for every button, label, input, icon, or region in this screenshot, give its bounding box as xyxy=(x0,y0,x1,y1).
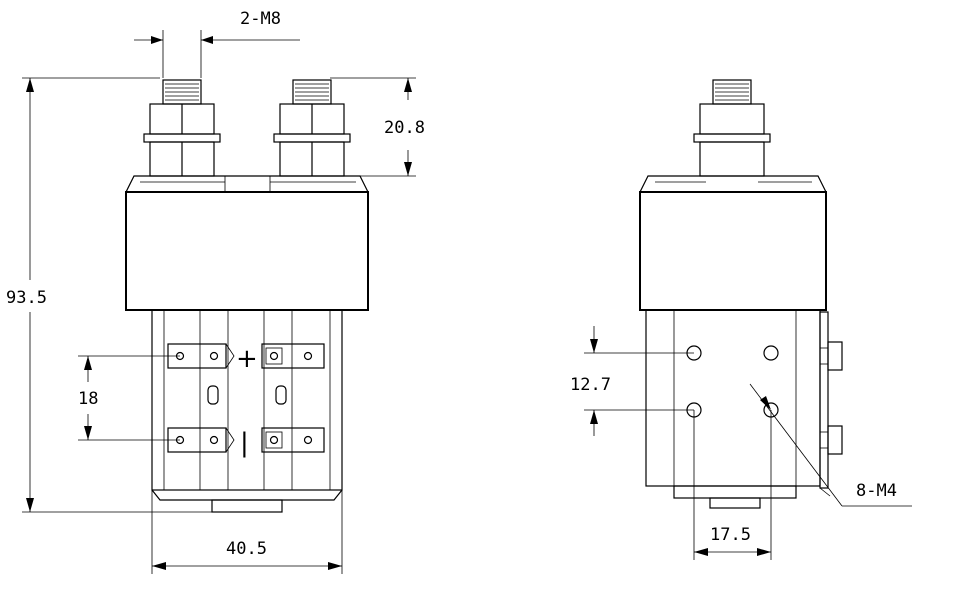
slot-right xyxy=(275,385,287,405)
side-coil-tab-bottom xyxy=(819,425,843,455)
left-terminal-stud xyxy=(143,79,221,177)
mounting-hole xyxy=(763,345,779,361)
side-view xyxy=(639,79,843,509)
side-coil-tab-top xyxy=(819,341,843,371)
negative-marking: | xyxy=(240,428,249,458)
dim-hole-vertical-spacing: 12.7 xyxy=(570,375,611,395)
dim-mounting-holes: 8-M4 xyxy=(856,481,897,501)
dim-hole-horizontal-spacing: 17.5 xyxy=(710,525,751,545)
front-dimensions: 2-M8 20.8 93.5 18 40.5 xyxy=(6,9,425,574)
coil-terminal-top-right xyxy=(261,343,325,369)
dim-overall-height: 93.5 xyxy=(6,288,47,308)
front-view: + | xyxy=(125,79,369,513)
slot-left xyxy=(207,385,219,405)
side-dimensions: 12.7 17.5 8-M4 xyxy=(570,326,912,560)
side-terminal-stud xyxy=(693,79,771,177)
upper-housing xyxy=(125,175,369,311)
dim-coil-pitch: 18 xyxy=(78,389,98,409)
right-terminal-stud xyxy=(273,79,351,177)
dim-width: 40.5 xyxy=(226,539,267,559)
coil-terminal-bottom-right xyxy=(261,427,325,453)
positive-marking: + xyxy=(236,344,258,374)
coil-section xyxy=(151,309,343,513)
dim-stud-height: 20.8 xyxy=(384,118,425,138)
side-upper-housing xyxy=(639,175,827,311)
side-lower-section xyxy=(645,309,831,509)
dim-terminal-thread: 2-M8 xyxy=(240,9,281,29)
